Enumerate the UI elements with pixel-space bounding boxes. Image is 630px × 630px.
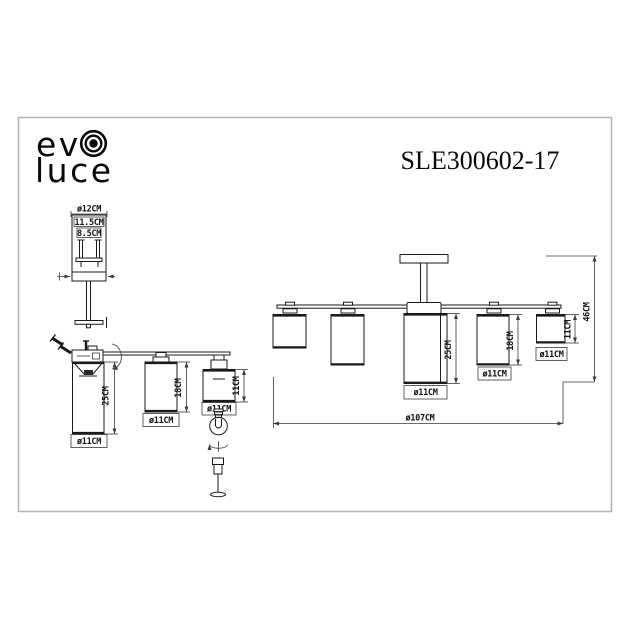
canopy-base-plate bbox=[71, 271, 107, 282]
side-small-height-label: 11CM bbox=[232, 376, 242, 395]
mount-rod bbox=[86, 280, 91, 321]
side-medium-height-label: 18CM bbox=[174, 378, 184, 397]
bullseye-icon bbox=[79, 129, 108, 158]
canopy-detail-diagram: ø12CM 11.5CM 8.5CM bbox=[57, 205, 115, 329]
screws-icon bbox=[49, 334, 89, 355]
front-center-height-label: 25CM bbox=[444, 340, 454, 359]
ceiling-canopy bbox=[399, 254, 449, 264]
rotation-arrow-icon bbox=[111, 343, 122, 371]
width-arrows-icon bbox=[57, 272, 115, 281]
front-overall-diameter-label: ø107CM bbox=[406, 414, 435, 424]
mount-crossbar bbox=[74, 320, 104, 325]
side-view-diagram: 25CM ø11CM 18CM ø11CM 11CM bbox=[49, 334, 248, 498]
screw-rotation-icon bbox=[207, 441, 228, 452]
front-overall-height-label: 46CM bbox=[583, 302, 593, 321]
canopy-body bbox=[71, 214, 107, 273]
logo-text-line1: ev bbox=[36, 125, 81, 164]
logo-text-line2: luce bbox=[35, 151, 114, 190]
front-shade-2-medium bbox=[330, 314, 365, 366]
side-shade-large bbox=[72, 361, 105, 435]
model-number: SLE300602-17 bbox=[401, 146, 560, 175]
side-hub bbox=[71, 345, 104, 363]
canopy-inner-height-label: 8.5CM bbox=[77, 229, 101, 239]
socket-icon bbox=[84, 370, 93, 375]
front-shade-1-small bbox=[272, 314, 307, 349]
center-hub bbox=[406, 302, 442, 314]
socket-stem-icon bbox=[210, 457, 226, 498]
front-shade-3-large bbox=[403, 313, 448, 384]
front-medium-diameter-label: ø11CM bbox=[482, 370, 506, 380]
light-bulb-icon bbox=[209, 408, 228, 436]
stem bbox=[420, 262, 428, 304]
canopy-height-label: 11.5CM bbox=[75, 218, 104, 228]
side-large-diameter-label: ø11CM bbox=[77, 437, 101, 447]
content-frame-border bbox=[17, 116, 613, 513]
screw-posts-icon bbox=[75, 239, 103, 267]
side-medium-diameter-label: ø11CM bbox=[149, 416, 173, 426]
front-shade-5-small bbox=[536, 314, 566, 344]
front-small-height-label: 11CM bbox=[564, 320, 574, 339]
front-view-diagram: 25CM ø11CM 18CM ø11CM 11CM ø11CM 46CM ø1… bbox=[272, 254, 597, 428]
lamp-holders bbox=[282, 301, 560, 314]
canopy-diameter-label: ø12CM bbox=[77, 205, 101, 215]
front-small-diameter-label: ø11CM bbox=[539, 350, 563, 360]
side-shade-medium bbox=[144, 352, 178, 413]
brand-logo: ev luce bbox=[35, 125, 114, 190]
front-shade-4-medium bbox=[476, 314, 510, 366]
side-shade-small bbox=[202, 354, 236, 403]
front-medium-height-label: 18CM bbox=[506, 331, 516, 350]
side-large-height-label: 25CM bbox=[102, 386, 112, 405]
front-center-diameter-label: ø11CM bbox=[413, 388, 437, 398]
